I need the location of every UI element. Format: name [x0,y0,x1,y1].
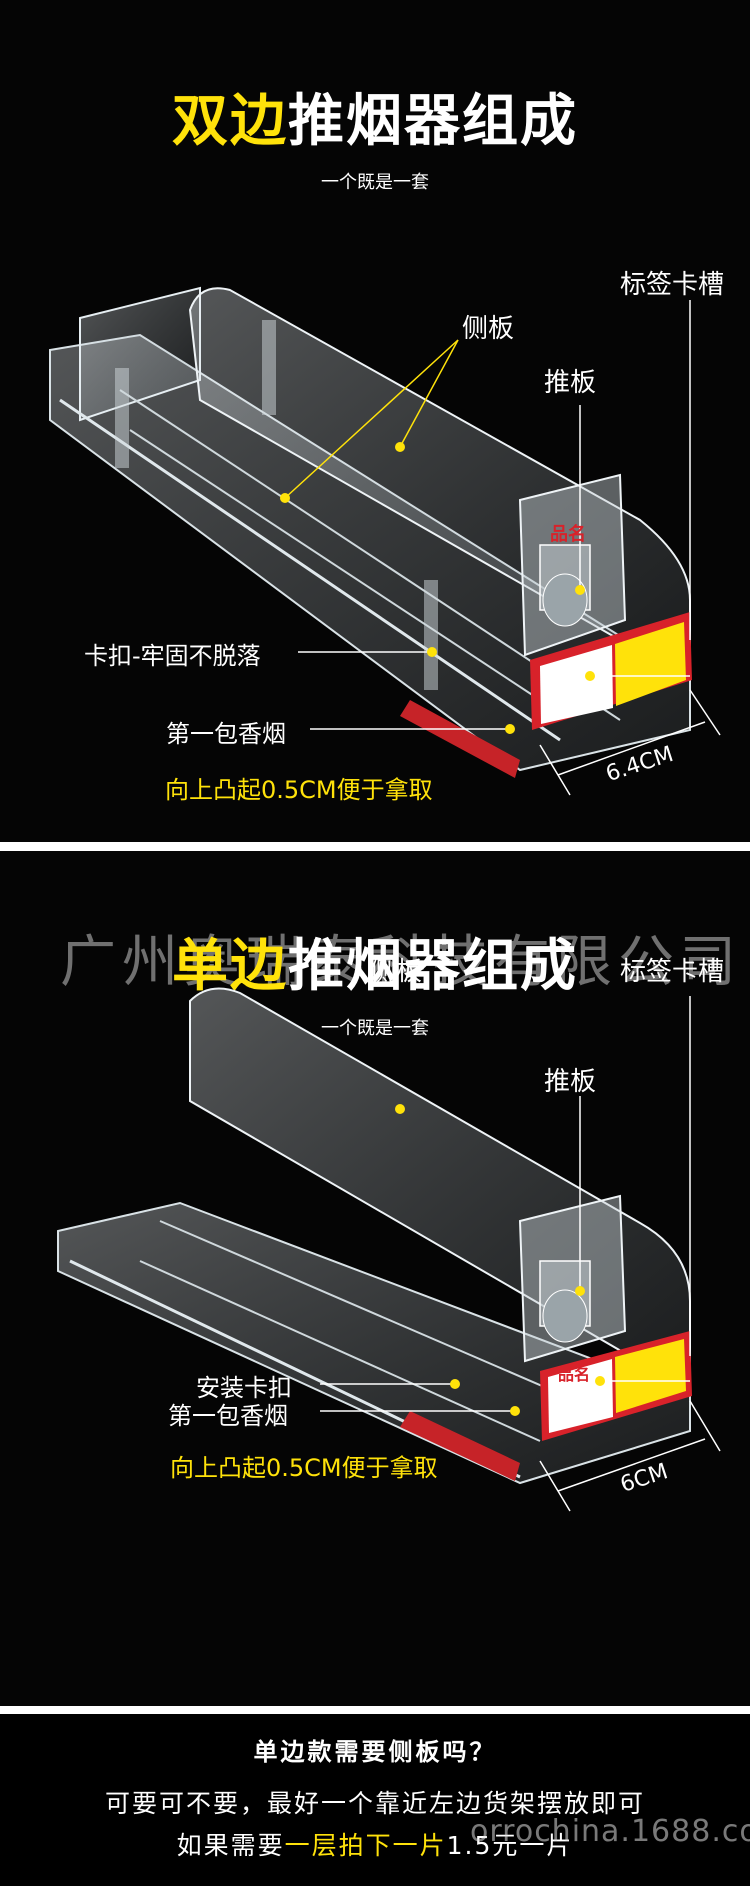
double-side-panel: 双边推烟器组成 一个既是一套 [0,0,750,842]
panel1-title-highlight: 双边 [172,89,288,154]
double-pusher-illustration [49,286,721,796]
panel2-title: 单边推烟器组成 [0,921,750,1002]
single-side-panel: 广州奥瑞泰科技有限公司 单边推烟器组成 一个既是一套 [0,851,750,1706]
raise-label-2: 向上凸起0.5CM便于拿取 [170,1454,438,1482]
single-pusher-illustration [57,987,721,1512]
site-watermark: orrochina.1688.com [470,1814,750,1849]
first-pack-label: 第一包香烟 [166,720,286,748]
divider-2 [0,1706,750,1714]
panel1-title-rest: 推烟器组成 [288,89,578,154]
faq-line2-prefix: 如果需要 [176,1831,285,1860]
tag-name-text-2: 品名 [558,1365,591,1384]
panel2-title-rest: 推烟器组成 [288,934,578,999]
company-watermark: 广州奥瑞泰科技有限公司 [60,930,742,995]
label-slot-label-2: 标签卡槽 [620,957,725,987]
push-plate-label: 推板 [544,368,597,398]
install-clip-label: 安装卡扣 [196,1374,292,1402]
clip-label: 卡扣-牢固不脱落 [84,642,261,670]
raise-label: 向上凸起0.5CM便于拿取 [165,776,433,804]
panel1-subtitle: 一个既是一套 [321,172,429,193]
faq-line1: 可要可不要，最好一个靠近左边货架摆放即可 [104,1789,645,1818]
faq-line2-suffix: 1.5元一片 [446,1831,574,1860]
divider [0,842,750,852]
panel2-subtitle: 一个既是一套 [321,1018,429,1039]
panel1-title: 双边推烟器组成 [0,76,750,157]
faq-line2: 如果需要一层拍下一片1.5元一片 [0,1826,750,1862]
first-pack-label-2: 第一包香烟 [168,1402,288,1430]
side-panel-label-2: 侧板 [370,957,423,987]
faq-question: 单边款需要侧板吗？ [253,1738,497,1766]
label-slot-label: 标签卡槽 [620,270,725,300]
faq-line2-highlight: 一层拍下一片 [284,1831,447,1860]
faq-panel: 单边款需要侧板吗？ 可要可不要，最好一个靠近左边货架摆放即可 如果需要一层拍下一… [0,1714,750,1886]
push-plate-label-2: 推板 [544,1067,597,1097]
side-panel-label: 侧板 [462,314,515,344]
tag-name-text: 品名 [550,524,586,545]
panel2-title-highlight: 单边 [172,934,288,999]
